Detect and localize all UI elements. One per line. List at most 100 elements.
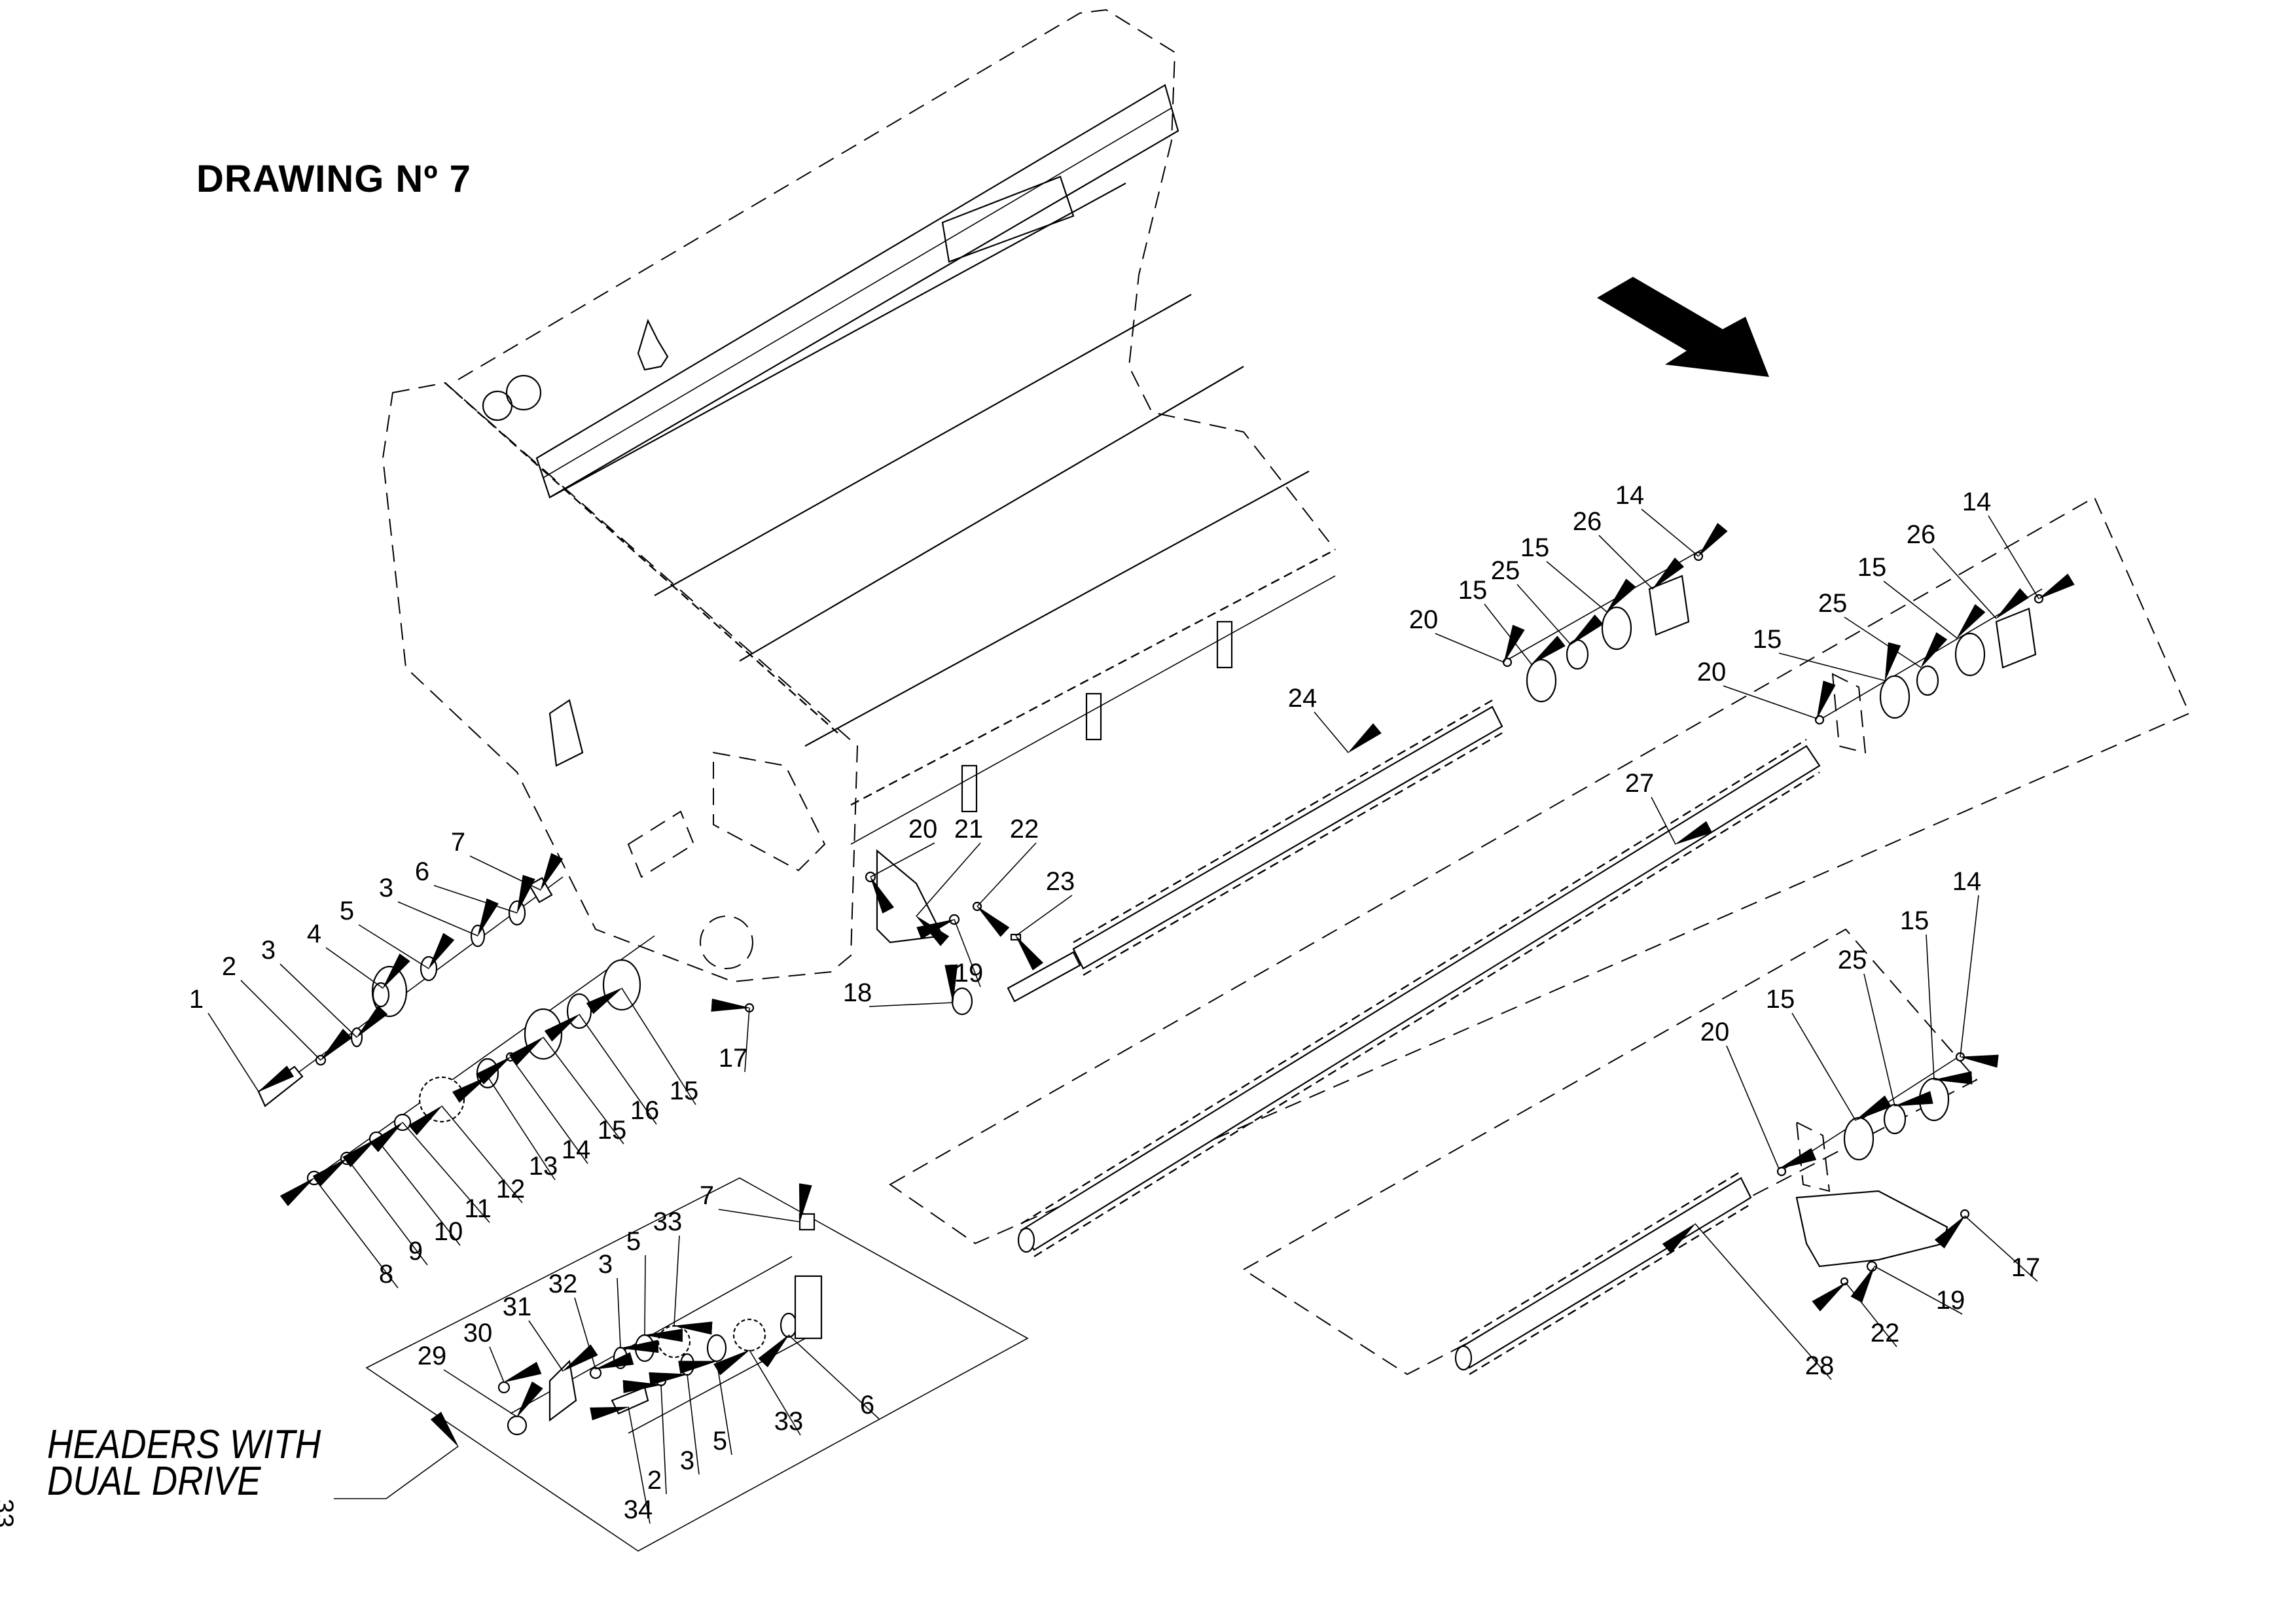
callout-leader bbox=[673, 1235, 713, 1335]
side-panel-edge bbox=[444, 382, 838, 734]
callout-label: 34 bbox=[624, 1495, 653, 1524]
washer bbox=[589, 1366, 602, 1380]
callout-label: 33 bbox=[774, 1407, 804, 1436]
bearing bbox=[1916, 665, 1939, 696]
callout-leader bbox=[1726, 1045, 1817, 1169]
roller-end bbox=[1454, 1345, 1473, 1371]
callout-label: 18 bbox=[843, 978, 872, 1007]
flange-plate bbox=[1879, 675, 1910, 719]
callout-leader bbox=[718, 1183, 812, 1223]
callout-label: 14 bbox=[1962, 488, 1992, 516]
callout-leader bbox=[590, 1406, 651, 1524]
flange-plate bbox=[1918, 1077, 1950, 1122]
short-roller-28 bbox=[1454, 1170, 1752, 1376]
flange-plate bbox=[1843, 1116, 1874, 1161]
top-beam-line bbox=[543, 107, 1172, 478]
side-panel-outline bbox=[382, 382, 859, 983]
callout-label: 15 bbox=[598, 1116, 627, 1145]
callout-leader bbox=[325, 947, 410, 990]
panel-window bbox=[548, 699, 584, 767]
upper-roller-24 bbox=[1007, 699, 1503, 1003]
callout-label: 25 bbox=[1491, 556, 1520, 585]
callout-label: 14 bbox=[1952, 867, 1982, 896]
callout-leader bbox=[649, 1372, 700, 1475]
spacer-tube bbox=[476, 1058, 499, 1089]
callout-label: 3 bbox=[598, 1250, 613, 1279]
callout-leader bbox=[1850, 1265, 1963, 1315]
mount-lug bbox=[1085, 692, 1102, 741]
callout-label: 7 bbox=[451, 828, 465, 857]
front-lip-line bbox=[850, 575, 1336, 845]
square-plate bbox=[798, 1213, 816, 1231]
left-sprocket-stack bbox=[306, 935, 755, 1186]
callout-leader bbox=[1959, 895, 1999, 1068]
bracket-group bbox=[865, 849, 1022, 1016]
callout-label: 15 bbox=[1766, 985, 1795, 1014]
callout-leader bbox=[1863, 973, 1933, 1107]
callout-label: 14 bbox=[1615, 481, 1645, 510]
sprocket bbox=[657, 1325, 691, 1359]
callout-label: 5 bbox=[626, 1227, 641, 1256]
callout-label: 20 bbox=[908, 815, 938, 844]
flange-plate bbox=[1601, 606, 1632, 651]
callout-leader bbox=[1516, 584, 1604, 646]
roller-teeth bbox=[1073, 699, 1493, 944]
callout-leader bbox=[678, 1361, 732, 1455]
dual-drive-parts bbox=[497, 1213, 823, 1436]
callout-leader bbox=[1484, 603, 1566, 666]
callout-label: 3 bbox=[379, 874, 393, 902]
lower-bracket bbox=[1795, 1190, 1970, 1286]
callout-label: 2 bbox=[647, 1466, 662, 1495]
callout-leader bbox=[279, 963, 388, 1039]
callout-leader bbox=[1641, 508, 1728, 558]
callout-leader bbox=[489, 1346, 542, 1383]
callout-label: 17 bbox=[719, 1044, 748, 1073]
callout-label: 5 bbox=[340, 897, 354, 925]
callout-label: 27 bbox=[1625, 769, 1655, 798]
bushing bbox=[780, 1312, 798, 1338]
roller-shaft bbox=[1020, 745, 1821, 1251]
callout-leader bbox=[240, 980, 353, 1061]
upper-bearing-1 bbox=[1502, 549, 1704, 703]
roller-teeth bbox=[1033, 771, 1820, 1258]
floor-slat bbox=[654, 294, 1192, 596]
callout-label: 15 bbox=[1520, 533, 1550, 562]
callout-leader bbox=[1926, 934, 1973, 1084]
bearing bbox=[634, 1334, 655, 1363]
callout-label: 4 bbox=[307, 919, 321, 948]
callout-label: 15 bbox=[1857, 553, 1887, 582]
callout-label: 19 bbox=[1936, 1286, 1965, 1315]
callout-leader bbox=[1662, 1222, 1832, 1380]
bolt bbox=[611, 1386, 649, 1415]
roller-end bbox=[1017, 1227, 1035, 1253]
lower-bearing bbox=[1776, 1052, 1965, 1192]
travel-direction-arrow bbox=[1597, 277, 1769, 377]
right-shroud bbox=[1128, 140, 1336, 550]
roller-shaft bbox=[1458, 1177, 1752, 1369]
callout-label: 32 bbox=[548, 1270, 578, 1298]
callout-label: 19 bbox=[954, 959, 984, 988]
callout-label: 10 bbox=[434, 1217, 463, 1246]
mount-plate-ghost bbox=[1831, 673, 1867, 754]
callout-label: 8 bbox=[379, 1260, 393, 1289]
callout-leader bbox=[469, 853, 564, 891]
lower-roller-outline bbox=[1242, 928, 1978, 1376]
callout-label: 20 bbox=[1409, 605, 1439, 634]
bracket bbox=[1795, 1190, 1948, 1268]
callout-leader bbox=[1546, 561, 1636, 613]
callout-leader bbox=[1934, 1215, 2038, 1282]
callout-leader bbox=[915, 842, 981, 946]
inset-note-line-2: DUAL DRIVE bbox=[47, 1459, 261, 1504]
floor-slat bbox=[739, 366, 1244, 662]
callout-label: 24 bbox=[1288, 684, 1318, 713]
callout-leader bbox=[586, 987, 696, 1105]
callout-leader bbox=[622, 1380, 667, 1495]
callout-label: 21 bbox=[954, 815, 984, 844]
callout-leader bbox=[916, 919, 981, 988]
callout-label: 3 bbox=[261, 936, 276, 965]
callout-leader bbox=[617, 1277, 659, 1353]
page-number: 33 bbox=[0, 1499, 18, 1528]
drawing-title: DRAWING Nº 7 bbox=[196, 158, 471, 200]
callout-leader bbox=[711, 998, 751, 1073]
